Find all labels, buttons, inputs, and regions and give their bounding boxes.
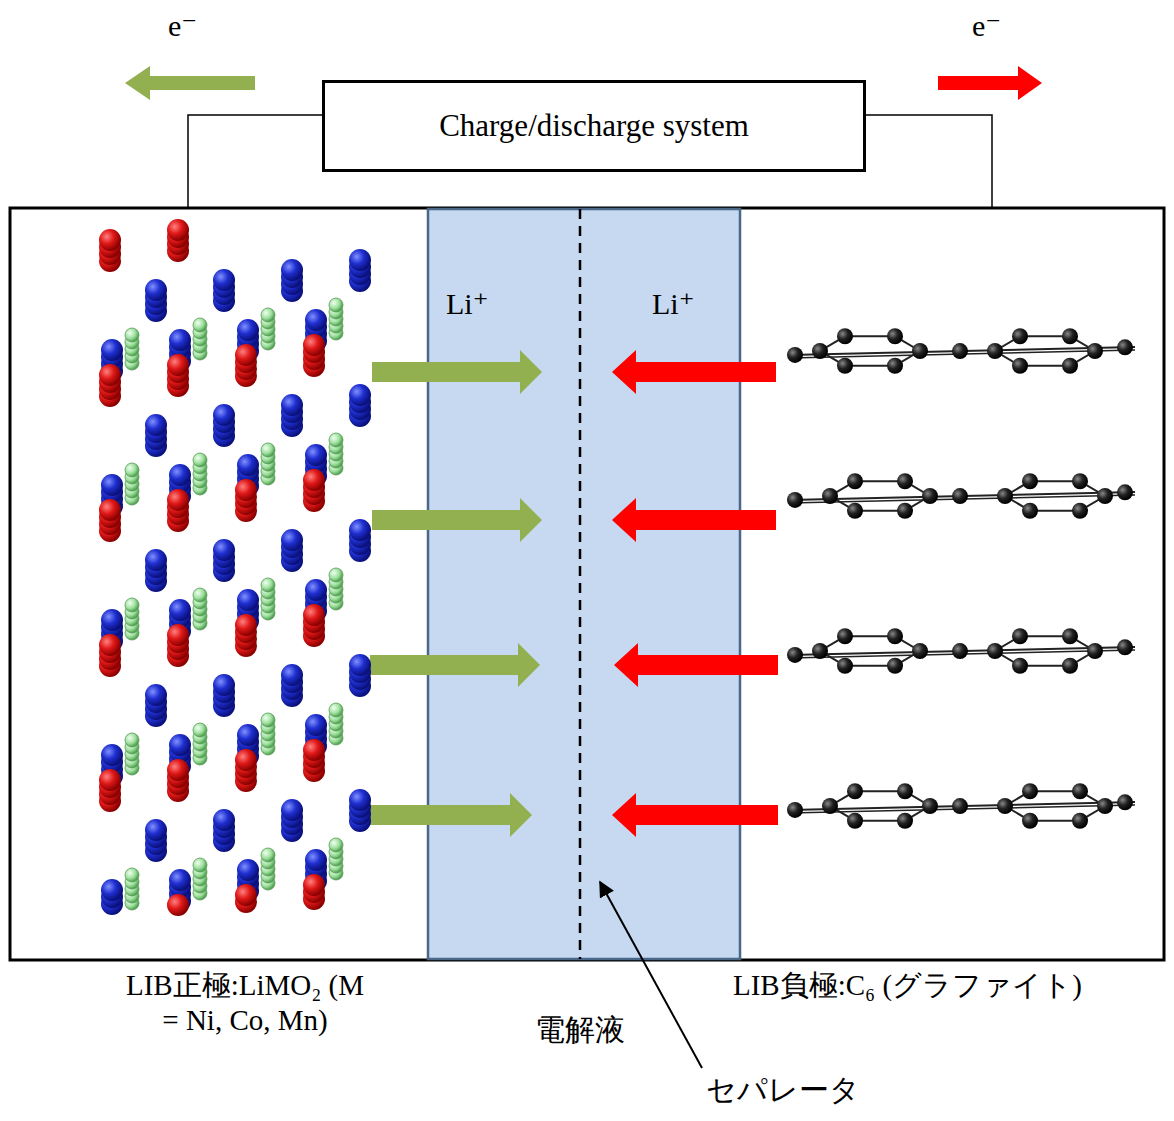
ion-label: Li⁺ [652, 286, 695, 322]
electron-arrow [125, 66, 255, 100]
part-label: 電解液 [535, 1012, 625, 1048]
process-box: Charge/discharge system [322, 80, 866, 172]
li-ion-arrows [362, 350, 778, 837]
electron-label: e⁻ [168, 8, 197, 44]
electron-arrow [938, 66, 1042, 100]
box-label: Charge/discharge system [439, 108, 749, 144]
electrolyte-band [428, 209, 740, 959]
ion-label: Li⁺ [446, 286, 489, 322]
part-label: LIB正極:LiMO₂ (M = Ni, Co, Mn) [123, 968, 368, 1038]
cell-housing [10, 208, 1164, 960]
cathode-lattice [99, 219, 371, 916]
part-label: セパレータ [706, 1072, 860, 1108]
part-label: LIB負極:C₆ (グラファイト) [733, 968, 1082, 1003]
graphite-layers [787, 328, 1135, 828]
electron-label: e⁻ [972, 8, 1001, 44]
separator-line [579, 209, 582, 959]
wire [188, 115, 322, 208]
wire [866, 115, 992, 208]
